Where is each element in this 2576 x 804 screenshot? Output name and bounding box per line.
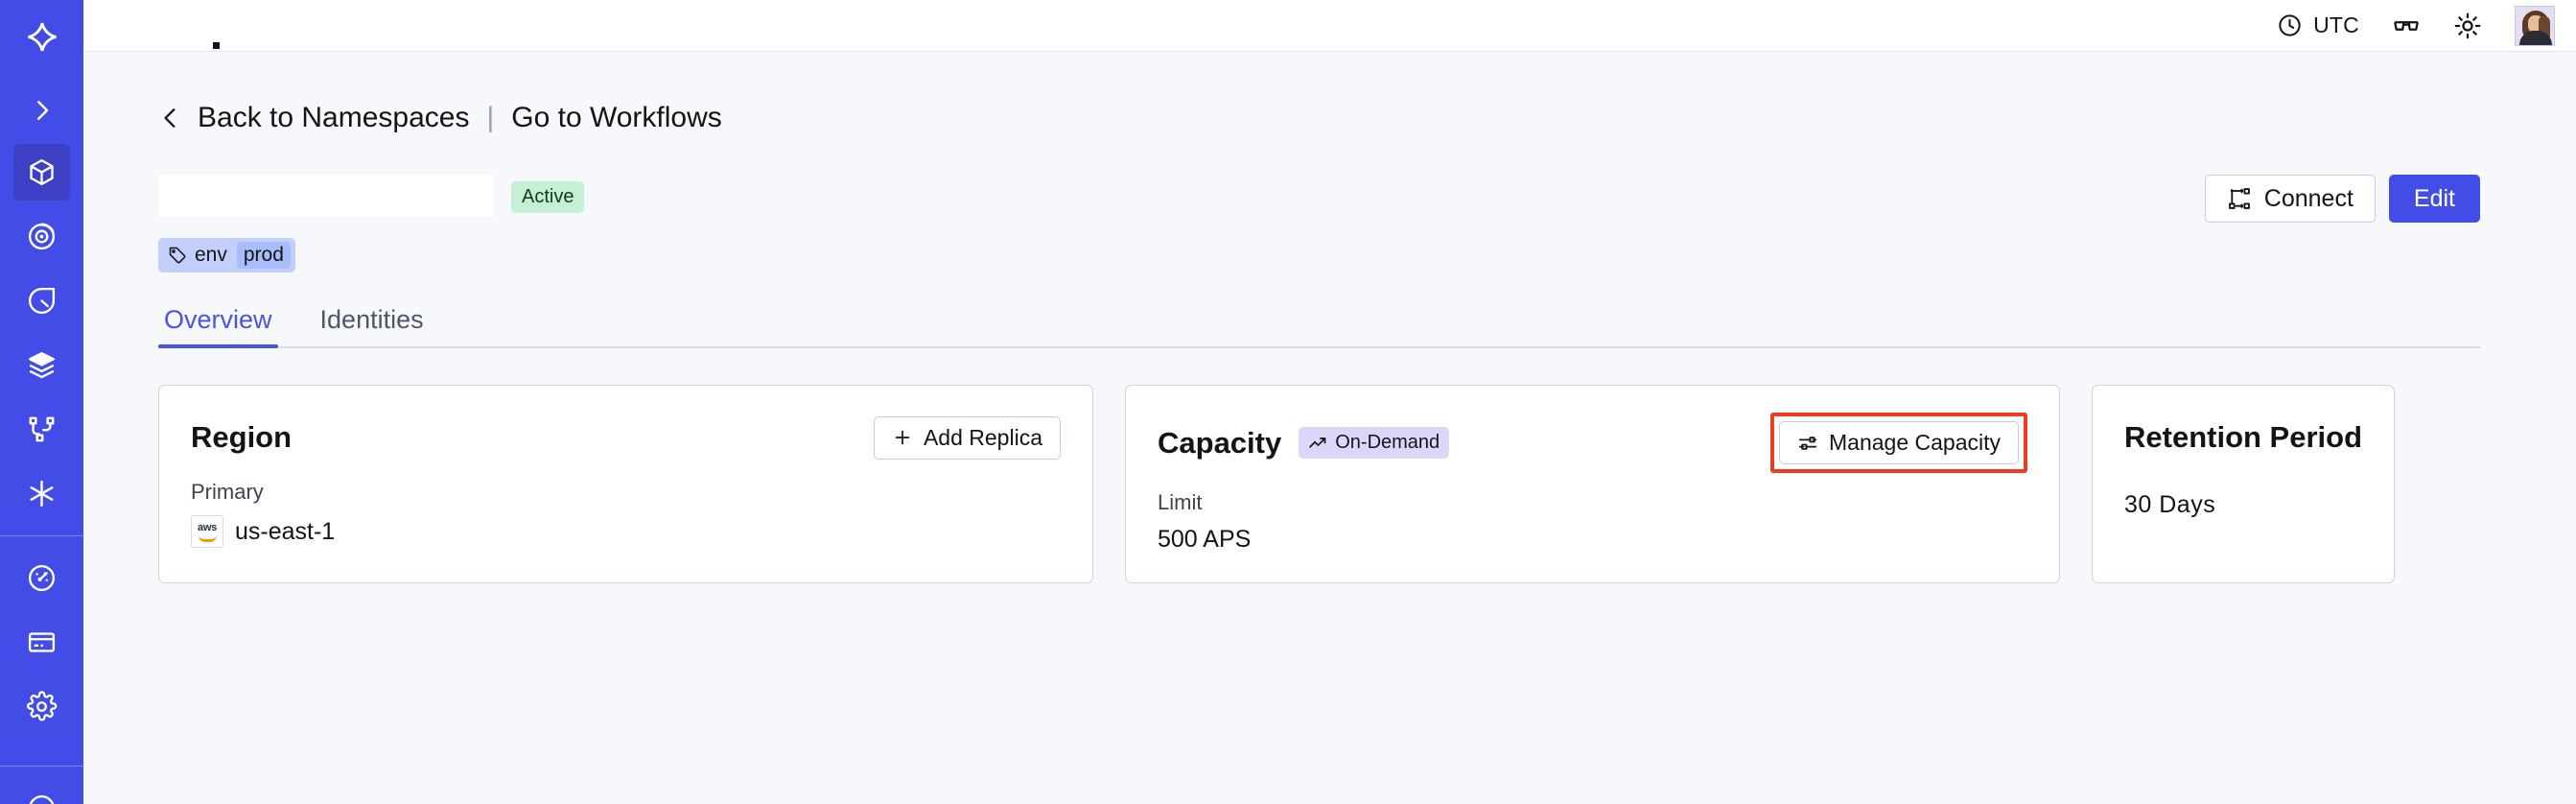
connect-button[interactable]: Connect — [2204, 175, 2376, 223]
back-to-namespaces-link[interactable]: Back to Namespaces — [198, 102, 470, 133]
add-replica-label: Add Replica — [923, 424, 1042, 450]
top-bar: UTC — [83, 0, 2576, 52]
add-replica-button[interactable]: Add Replica — [873, 415, 1061, 460]
tag-pill-env[interactable]: env prod — [158, 238, 295, 272]
gauge-icon — [26, 562, 58, 594]
card-region-actions: Add Replica — [873, 415, 1061, 460]
layers-icon — [26, 349, 58, 381]
sliders-icon — [1797, 433, 1818, 454]
card-capacity-title: Capacity — [1158, 425, 1282, 460]
overview-cards: Region Add Replica Primary — [158, 385, 2480, 583]
timezone-label: UTC — [2313, 12, 2359, 37]
timezone-selector[interactable]: UTC — [2277, 12, 2359, 38]
sidebar-item-workflows[interactable] — [13, 401, 70, 458]
sidebar-footer — [0, 760, 83, 804]
chevron-left-icon[interactable] — [158, 104, 183, 132]
gear-icon — [26, 691, 58, 722]
target-eye-icon — [26, 221, 58, 252]
chevron-right-icon — [28, 96, 57, 125]
clock-icon — [2277, 12, 2303, 38]
tab-overview[interactable]: Overview — [158, 305, 278, 348]
page-content: Back to Namespaces | Go to Workflows Act… — [83, 42, 2576, 804]
timer-icon — [26, 285, 58, 317]
sidebar-item-observability[interactable] — [13, 208, 70, 265]
avatar-body — [2519, 30, 2552, 45]
flow-connect-icon — [2227, 186, 2252, 211]
sun-icon[interactable] — [2453, 12, 2482, 40]
credit-card-icon — [26, 627, 58, 658]
card-capacity-header: Capacity On-Demand — [1158, 413, 2027, 473]
sidebar-secondary-nav — [13, 550, 70, 743]
sidebar-item-schedules[interactable] — [13, 272, 70, 329]
aws-logo-icon: aws — [191, 515, 223, 548]
tab-identities[interactable]: Identities — [319, 305, 424, 334]
sidebar-item-help[interactable] — [13, 780, 70, 804]
trending-up-icon — [1308, 434, 1327, 453]
card-capacity-actions: Manage Capacity — [1770, 413, 2027, 473]
page-title — [158, 175, 494, 217]
tab-bar: Overview Identities — [158, 305, 2480, 348]
sidebar-item-workers[interactable] — [13, 337, 70, 393]
app-logo[interactable] — [0, 0, 83, 77]
sidebar-item-settings[interactable] — [13, 678, 70, 735]
breadcrumb: Back to Namespaces | Go to Workflows — [158, 102, 2480, 134]
sidebar-footer-divider — [0, 766, 83, 767]
card-region: Region Add Replica Primary — [158, 385, 1093, 583]
status-badge: Active — [511, 181, 585, 213]
sidebar-item-usage[interactable] — [13, 550, 70, 606]
card-retention-header: Retention Period — [2124, 413, 2362, 462]
namespace-title-group: Active — [158, 42, 585, 217]
help-circle-icon — [26, 792, 58, 804]
edit-button-label: Edit — [2413, 184, 2455, 212]
card-capacity-value: 500 APS — [1158, 526, 1252, 553]
card-region-label: Primary — [191, 480, 264, 504]
tag-icon — [168, 246, 187, 265]
manage-capacity-label: Manage Capacity — [1829, 430, 2001, 455]
card-region-value-row: aws us-east-1 — [191, 515, 1061, 548]
namespace-actions: Connect Edit — [2204, 175, 2480, 223]
card-retention-title: Retention Period — [2124, 420, 2363, 454]
avatar[interactable] — [2515, 5, 2555, 46]
namespace-tags: env prod — [158, 238, 2480, 272]
sidebar-divider — [0, 535, 83, 536]
card-retention-period: Retention Period 30 Days — [2092, 385, 2396, 583]
glasses-icon[interactable] — [2392, 12, 2421, 40]
main-area: UTC — [83, 0, 2576, 804]
sidebar-item-integrations[interactable] — [13, 465, 70, 522]
card-region-title: Region — [191, 420, 293, 454]
capacity-mode-label: On-Demand — [1335, 432, 1440, 453]
plus-icon — [892, 427, 913, 448]
edit-button[interactable]: Edit — [2388, 175, 2480, 223]
card-capacity: Capacity On-Demand — [1125, 385, 2060, 583]
cube-icon — [26, 156, 58, 188]
sidebar — [0, 0, 83, 804]
tag-value: prod — [236, 242, 291, 269]
card-region-header: Region Add Replica — [191, 413, 1061, 462]
git-branch-icon — [26, 414, 58, 445]
tag-key: env — [195, 244, 227, 266]
sidebar-primary-nav — [13, 144, 70, 530]
highlight-annotation: Manage Capacity — [1770, 413, 2027, 473]
temporal-sparkle-logo-icon — [23, 19, 61, 58]
asterisk-icon — [26, 478, 58, 509]
connect-button-label: Connect — [2263, 184, 2354, 212]
card-retention-value: 30 Days — [2124, 491, 2216, 518]
sidebar-item-billing[interactable] — [13, 614, 70, 671]
card-region-value: us-east-1 — [235, 517, 336, 545]
go-to-workflows-link[interactable]: Go to Workflows — [511, 102, 722, 133]
capacity-mode-badge: On-Demand — [1299, 427, 1450, 459]
card-capacity-label: Limit — [1158, 490, 1203, 514]
namespace-header: Active — [158, 42, 2480, 228]
manage-capacity-button[interactable]: Manage Capacity — [1779, 421, 2019, 464]
sidebar-expand-button[interactable] — [0, 77, 83, 144]
sidebar-item-namespaces[interactable] — [13, 144, 70, 201]
breadcrumb-separator: | — [486, 102, 495, 133]
